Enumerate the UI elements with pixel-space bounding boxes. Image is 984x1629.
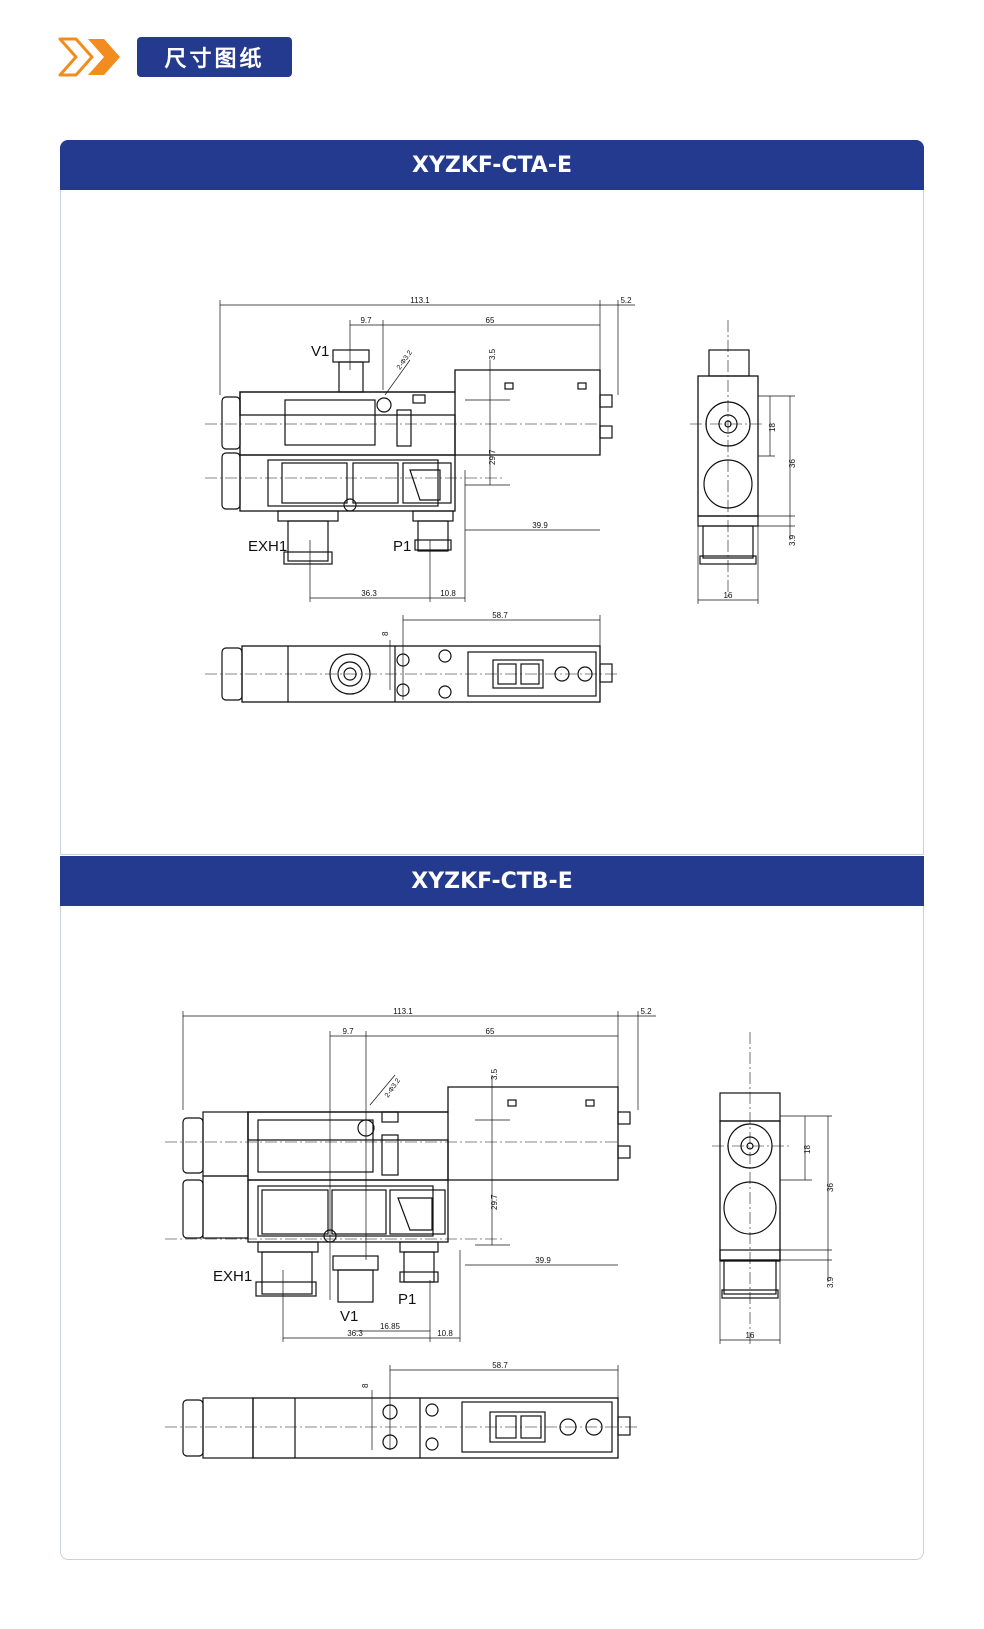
dim-h2: 29.7 xyxy=(488,449,497,465)
dim-b: 65 xyxy=(486,316,495,325)
dim-b-2: 65 xyxy=(486,1027,495,1036)
dim-d-2: 36.3 xyxy=(347,1329,363,1338)
dim-side-total-2: 36 xyxy=(826,1183,835,1192)
front-view-ctb: 113.1 5.2 9.7 65 2-Φ3.2 3.5 29.7 39.9 36… xyxy=(165,1007,656,1342)
port-p1-label: P1 xyxy=(393,538,411,555)
dim-top-len: 58.7 xyxy=(492,611,508,620)
port-p1-label-2: P1 xyxy=(398,1291,416,1308)
side-view-cta: 18 36 3.9 16 xyxy=(690,320,797,604)
dim-top-len-2: 58.7 xyxy=(492,1361,508,1370)
side-view-ctb: 18 36 3.9 16 xyxy=(712,1032,835,1345)
dim-side-low-2: 3.9 xyxy=(826,1276,835,1288)
port-exh1-label: EXH1 xyxy=(248,538,287,555)
dim-c-2: 39.9 xyxy=(535,1256,551,1265)
dim-e: 10.8 xyxy=(440,589,456,598)
dim-h1-2: 3.5 xyxy=(490,1068,499,1080)
front-view-cta: 113.1 5.2 9.7 65 2-Φ3.2 3.5 29.7 39.9 36… xyxy=(205,296,635,602)
dim-a: 9.7 xyxy=(360,316,372,325)
page-title: 尺寸图纸 xyxy=(137,37,292,77)
dim-c: 39.9 xyxy=(532,521,548,530)
double-chevron-right-icon xyxy=(58,37,124,77)
dim-tail-2: 5.2 xyxy=(640,1007,652,1016)
dim-side-low: 3.9 xyxy=(788,534,797,546)
dim-d: 36.3 xyxy=(361,589,377,598)
port-v1-label: V1 xyxy=(311,343,329,360)
port-exh1-label-2: EXH1 xyxy=(213,1268,252,1285)
dim-a-2: 9.7 xyxy=(342,1027,354,1036)
dim-h2-2: 29.7 xyxy=(490,1194,499,1210)
diagram-title-cta: XYZKF-CTA-E xyxy=(60,140,924,190)
dim-side-h-2: 18 xyxy=(803,1145,812,1154)
dim-e-2: 10.8 xyxy=(437,1329,453,1338)
diagram-panel-cta xyxy=(60,190,924,855)
top-view-ctb: 58.7 8 xyxy=(165,1361,640,1459)
dim-h1: 3.5 xyxy=(488,348,497,360)
dim-side-w: 16 xyxy=(724,591,733,600)
dim-hole-2: 2-Φ3.2 xyxy=(384,1077,402,1099)
dim-f-2: 16.85 xyxy=(380,1322,401,1331)
dim-side-w-2: 16 xyxy=(746,1331,755,1340)
diagram-title-ctb: XYZKF-CTB-E xyxy=(60,856,924,906)
dim-top-gap: 8 xyxy=(381,631,390,636)
page-header: 尺寸图纸 xyxy=(0,0,984,100)
dim-tail: 5.2 xyxy=(620,296,632,305)
dim-side-total: 36 xyxy=(788,459,797,468)
top-view-cta: 58.7 8 xyxy=(205,611,620,703)
port-v1-label-2: V1 xyxy=(340,1308,358,1325)
dim-length: 113.1 xyxy=(410,296,430,305)
dim-length-2: 113.1 xyxy=(393,1007,413,1016)
dim-top-gap-2: 8 xyxy=(361,1383,370,1388)
dim-hole: 2-Φ3.2 xyxy=(396,349,414,371)
dim-side-h: 18 xyxy=(768,423,777,432)
